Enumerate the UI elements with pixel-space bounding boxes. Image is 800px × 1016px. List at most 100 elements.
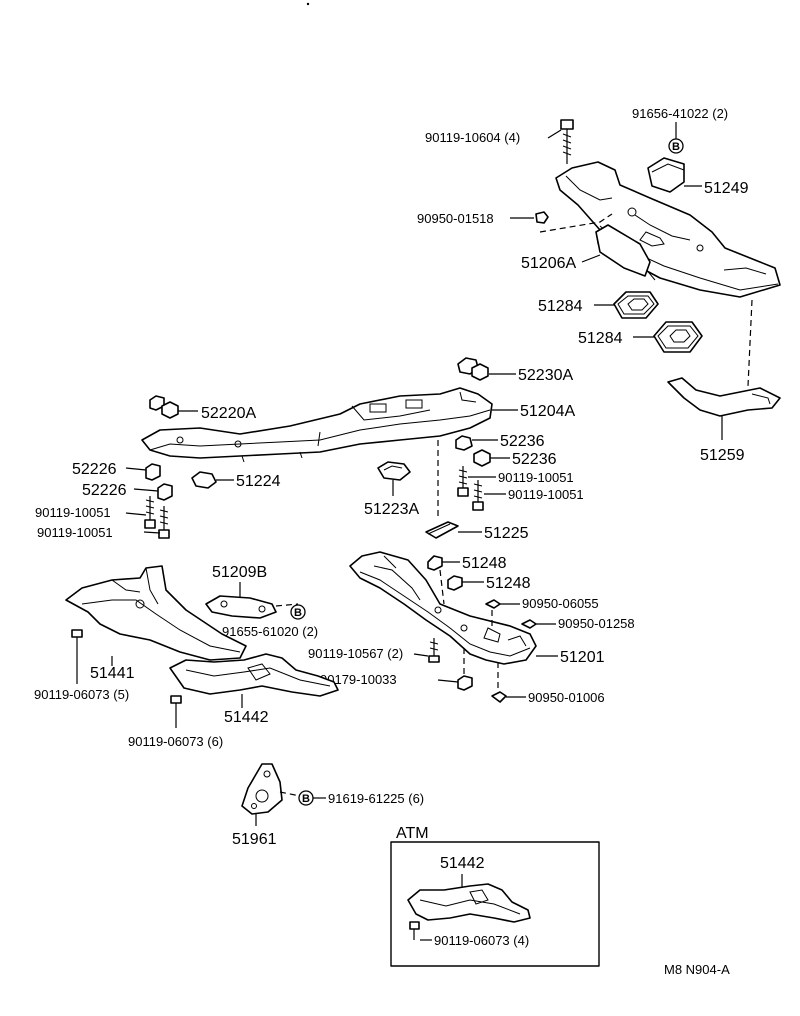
bolt-90119-10604 [560, 119, 574, 164]
label-52226-lower: 52226 [82, 482, 127, 499]
label-90950-06055: 90950-06055 [522, 596, 599, 611]
footer-code: M8 N904-A [664, 962, 730, 977]
plate-51225 [425, 521, 459, 539]
label-90119-10051-l2: 90119-10051 [37, 525, 113, 540]
label-90179-10033: 90179-10033 [320, 672, 397, 687]
label-91619-61225: 91619-61225 (6) [328, 791, 424, 806]
label-51284-lower: 51284 [578, 330, 623, 347]
bolt-90119-10051-l2 [158, 506, 170, 539]
stopper-51224 [191, 471, 217, 489]
dashed-51206A-51259 [747, 299, 753, 387]
mount-51249 [647, 157, 685, 193]
b-badge-2-text: B [294, 607, 302, 619]
gasket-51209B [205, 595, 277, 619]
cover-51441 [65, 565, 247, 661]
stopper-52236-lower [473, 449, 491, 467]
bracket-51961 [241, 763, 283, 815]
stopper-52226-lower [157, 483, 173, 501]
atm-cover-51442 [407, 883, 531, 923]
stopper-52230A [457, 357, 489, 381]
crossmember-51204A [141, 387, 493, 463]
label-52236-upper: 52236 [500, 433, 545, 450]
leader-90179-10033 [437, 679, 459, 683]
crossmember-51201 [349, 551, 537, 665]
b-badge-2 [290, 604, 306, 620]
nut-90179-10033 [457, 675, 473, 691]
label-90119-06073-5: 90119-06073 (5) [34, 687, 129, 702]
atm-box [390, 841, 600, 967]
label-51225: 51225 [484, 525, 529, 542]
label-51204A: 51204A [520, 403, 575, 420]
b-badge-3-text: B [302, 793, 310, 805]
label-52236-lower: 52236 [512, 451, 557, 468]
label-51248-upper: 51248 [462, 555, 507, 572]
label-52226-upper: 52226 [72, 461, 117, 478]
label-90119-10051-r2: 90119-10051 [508, 487, 584, 502]
label-91656-41022: 91656-41022 (2) [632, 106, 728, 121]
leader-90119-10604 [547, 129, 562, 139]
stopper-52220A [149, 395, 179, 419]
label-90950-01006: 90950-01006 [528, 690, 605, 705]
cover-51442 [169, 653, 339, 697]
bolt-90119-06073-5 [71, 629, 83, 650]
dashed-51248 [439, 569, 445, 605]
dashed-91655 [275, 603, 299, 607]
label-90119-10051-l1: 90119-10051 [35, 505, 111, 520]
nut-51248-lower [447, 575, 463, 591]
atm-bolt-90119-06073 [409, 921, 420, 940]
label-90950-01258: 90950-01258 [558, 616, 635, 631]
label-51209B: 51209B [212, 564, 267, 581]
label-90950-01518: 90950-01518 [417, 211, 494, 226]
plug-90950-01258 [521, 619, 537, 629]
label-51249: 51249 [704, 180, 749, 197]
label-90119-06073-6: 90119-06073 (6) [128, 734, 223, 749]
atm-label-51442: 51442 [440, 855, 485, 872]
label-52230A: 52230A [518, 367, 573, 384]
cushion-51284-upper [613, 291, 659, 319]
cushion-51284-lower [653, 321, 703, 353]
label-90119-10567: 90119-10567 (2) [308, 646, 403, 661]
label-51248-lower: 51248 [486, 575, 531, 592]
label-51961: 51961 [232, 831, 277, 848]
b-badge-1 [668, 138, 684, 154]
label-51206A: 51206A [521, 255, 576, 272]
dashed-90950-01518 [539, 213, 613, 233]
stopper-52236-upper [455, 435, 473, 451]
plug-90950-06055 [485, 599, 501, 609]
crossmember-51206A [555, 161, 781, 298]
label-51284-upper: 51284 [538, 298, 583, 315]
bracket-51259 [667, 377, 781, 417]
label-51259: 51259 [700, 447, 745, 464]
bolt-90119-10567 [428, 638, 440, 663]
cushion-51223A [377, 461, 411, 481]
label-51224: 51224 [236, 473, 281, 490]
label-90119-10604: 90119-10604 (4) [425, 130, 520, 145]
label-52220A: 52220A [201, 405, 256, 422]
label-91655-61020: 91655-61020 (2) [222, 624, 318, 639]
bolt-90119-10051-l1 [144, 496, 156, 529]
label-51201: 51201 [560, 649, 605, 666]
leader-90119-10051-l1 [125, 512, 147, 516]
dashed-91619 [279, 791, 301, 797]
atm-label-90119-06073: 90119-06073 (4) [434, 933, 529, 948]
label-51442: 51442 [224, 709, 269, 726]
bolt-90119-10051-r2 [472, 480, 484, 511]
leader-52226-lower [133, 488, 159, 492]
nut-90950-01518 [535, 211, 549, 224]
b-badge-1-text: B [672, 141, 680, 153]
label-51223A: 51223A [364, 501, 419, 518]
bolt-90119-10051-r1 [457, 466, 469, 497]
leader-90119-10567 [413, 653, 429, 657]
label-51441: 51441 [90, 665, 135, 682]
label-90119-10051-r1: 90119-10051 [498, 470, 574, 485]
leader-51206A [581, 254, 601, 263]
bolt-90119-06073-6 [170, 695, 182, 716]
top-dot [306, 2, 310, 6]
plug-90950-01006 [491, 691, 507, 703]
atm-title: ATM [396, 825, 429, 842]
nut-51248-upper [427, 555, 443, 571]
leader-90119-10051-l2 [143, 531, 161, 534]
stopper-52226-upper [145, 463, 161, 481]
leader-52226-upper [125, 467, 147, 471]
